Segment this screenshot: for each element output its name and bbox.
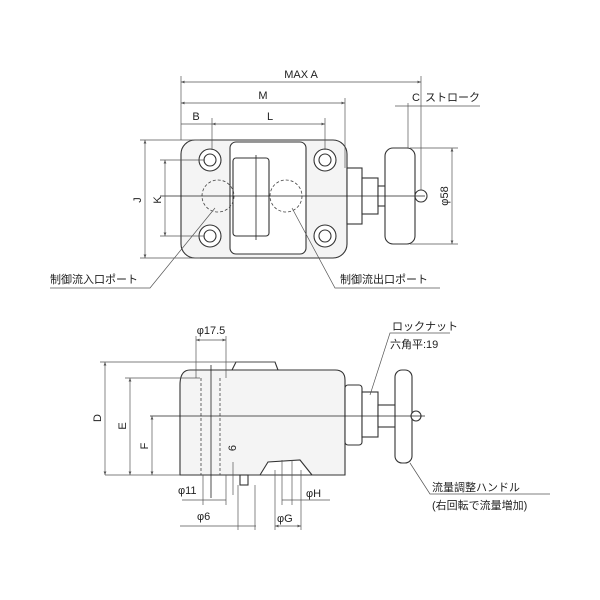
phi11-label: φ11 [178,485,197,497]
e-label: E [117,422,129,429]
handle-note: (右回転で流量増加) [432,498,527,512]
cover-plate [232,157,270,237]
bottom-boss [259,459,314,476]
valve-body-side [179,369,346,476]
b-label: B [192,111,199,123]
phi58-label: φ58 [439,186,451,205]
k-label: K [152,196,164,204]
outlet-port-label: 制御流出口ポート [340,272,428,286]
c-label: C [412,92,420,104]
j-label: J [132,197,144,203]
phih-label: φH [306,488,321,500]
top-view: MAX A M B L C ストローク J K φ58 制御流入口ポート 制御流… [50,69,480,289]
lock-nut-label: ロックナット [392,320,458,333]
handle-side [394,369,413,464]
inlet-port-label: 制御流入口ポート [50,272,138,286]
d-label: D [92,414,104,422]
six-label: 6 [227,445,239,451]
side-view: D E F φ17.5 φ11 φ6 6 φH φG ロックナット 六角平:19… [92,320,550,530]
f-label: F [139,442,151,449]
m-label: M [258,90,267,102]
handle-label: 流量調整ハンドル [432,480,520,494]
pin [239,474,249,486]
stroke-label: ストローク [425,91,480,104]
max-a-label: MAX A [284,69,318,81]
top-boss [231,361,279,371]
l-label: L [267,111,273,123]
phig-label: φG [277,513,293,525]
bonnet-side [344,384,363,446]
phi17-5-label: φ17.5 [197,325,226,337]
hex-flat-label: 六角平:19 [390,338,438,351]
phi6-label: φ6 [197,511,210,523]
lock-nut [361,391,379,438]
